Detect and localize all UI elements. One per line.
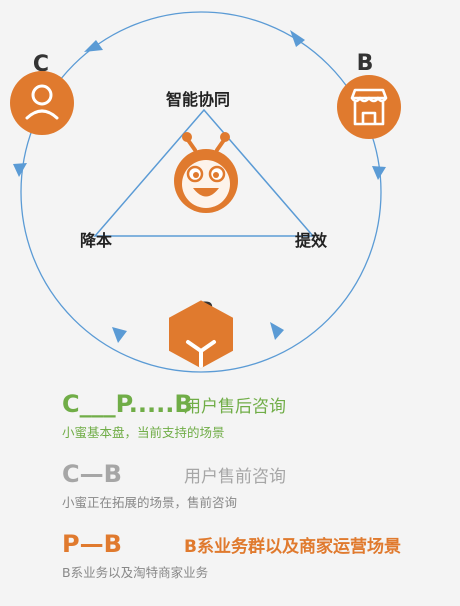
arrow-top-right — [290, 30, 305, 47]
cycle-arrows — [13, 30, 386, 343]
triangle-right-label: 提效 — [295, 231, 327, 250]
legend-desc: 小蜜正在拓展的场景，售前咨询 — [62, 495, 238, 510]
node-p — [169, 300, 233, 369]
node-b — [337, 75, 401, 139]
legend-item-pb: P—B B系业务群以及商家运营场景 B系业务以及淘特商家业务 — [62, 530, 452, 581]
arrow-left — [13, 163, 27, 177]
node-c — [10, 71, 74, 135]
arrow-bottom-right — [270, 322, 284, 340]
legend-title: 用户售前咨询 — [184, 467, 286, 487]
legend-code: C___P.....B — [62, 390, 193, 418]
legend-code: P—B — [62, 530, 122, 558]
legend-code: C—B — [62, 460, 122, 488]
platform-icon — [186, 340, 216, 368]
legend-item-cpb: C___P.....B 用户售后咨询 小蜜基本盘，当前支持的场景 — [62, 390, 452, 441]
synergy-triangle — [93, 108, 315, 237]
legend-desc: B系业务以及淘特商家业务 — [62, 565, 209, 580]
node-b-letter: B — [357, 51, 374, 76]
bee-mascot-icon — [174, 132, 238, 213]
triangle-left-label: 降本 — [80, 231, 112, 250]
legend-item-cb: C—B 用户售前咨询 小蜜正在拓展的场景，售前咨询 — [62, 460, 452, 511]
legend-title: B系业务群以及商家运营场景 — [184, 537, 401, 557]
node-c-letter: C — [33, 52, 49, 77]
user-icon — [25, 84, 59, 120]
cycle-circle — [20, 11, 382, 373]
shop-icon — [350, 88, 388, 126]
triangle-top-label: 智能协同 — [166, 90, 230, 109]
arrow-top-left — [84, 40, 103, 52]
legend-title: 用户售后咨询 — [184, 397, 286, 417]
legend-desc: 小蜜基本盘，当前支持的场景 — [62, 425, 225, 440]
ecosystem-diagram: 智能协同 降本 提效 C B P — [10, 11, 401, 373]
arrow-right — [372, 166, 386, 180]
arrow-bottom-left — [112, 327, 127, 343]
